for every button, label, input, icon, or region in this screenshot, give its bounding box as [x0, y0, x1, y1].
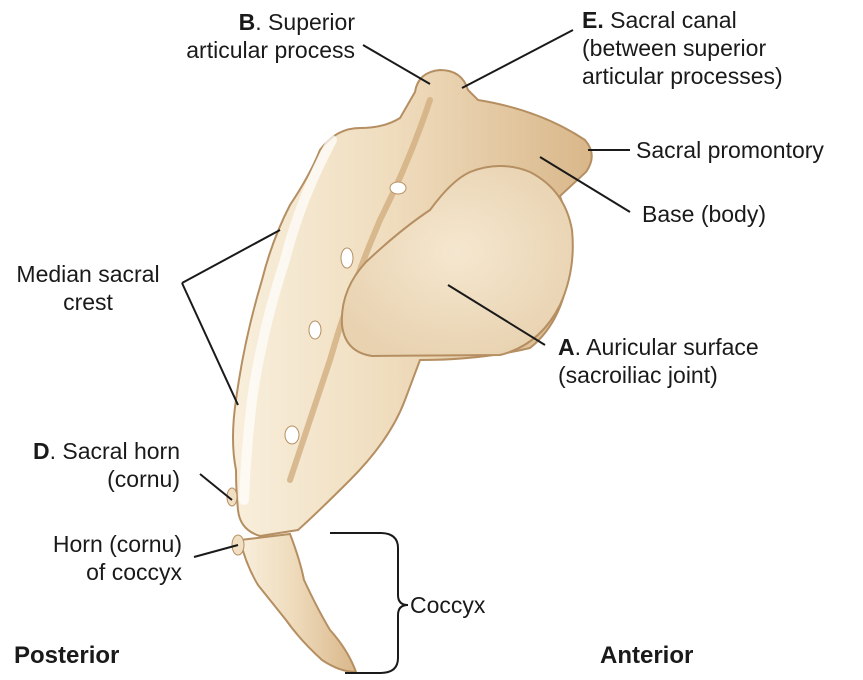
label-median-sacral-crest: Median sacral crest	[0, 260, 176, 316]
label-superior-articular-line1: . Superior	[255, 9, 355, 35]
label-anterior: Anterior	[600, 642, 694, 669]
label-horn-of-coccyx-line2: of coccyx	[86, 559, 182, 585]
label-auricular-surface-line2: (sacroiliac joint)	[558, 362, 718, 388]
label-sacral-canal-letter: E.	[582, 7, 604, 33]
label-sacral-horn-line1: . Sacral horn	[49, 438, 180, 464]
sacral-foramen-2	[340, 247, 354, 269]
label-median-sacral-crest-line1: Median sacral	[16, 261, 160, 287]
leader-sacral-horn	[199, 473, 233, 501]
leader-auricular	[447, 284, 546, 346]
label-coccyx: Coccyx	[410, 592, 486, 618]
label-auricular-surface-line1: . Auricular surface	[574, 334, 759, 360]
label-horn-of-coccyx-line1: Horn (cornu)	[52, 531, 182, 557]
leader-crest-lower	[181, 282, 239, 406]
sacral-foramen-1	[389, 181, 407, 195]
label-auricular-surface-letter: A	[558, 334, 575, 360]
label-base-body: Base (body)	[642, 201, 767, 227]
label-superior-articular-line2: articular process	[186, 37, 355, 63]
label-posterior: Posterior	[14, 642, 120, 669]
label-sacral-horn-letter: D	[32, 438, 50, 464]
coccyx-bracket	[330, 532, 409, 674]
leader-horn-coccyx	[193, 544, 239, 558]
label-median-sacral-crest-line2: crest	[63, 289, 113, 315]
sacral-foramen-4	[284, 425, 300, 445]
label-sacral-canal-line2: (between superior	[582, 35, 767, 61]
auricular-surface	[340, 165, 574, 358]
label-superior-articular-letter: B	[238, 9, 256, 35]
label-superior-articular: B. Superior articular process	[150, 8, 355, 64]
leader-base	[539, 156, 631, 213]
leader-lines	[181, 29, 631, 674]
sacral-foramen-3	[308, 320, 322, 340]
coccyx-bone	[238, 532, 358, 674]
label-sacral-canal-line3: articular processes)	[582, 63, 783, 89]
label-sacral-promontory: Sacral promontory	[636, 137, 824, 163]
label-auricular-surface: A. Auricular surface (sacroiliac joint)	[558, 333, 759, 389]
leader-crest-upper	[181, 229, 281, 284]
label-sacral-horn: D. Sacral horn (cornu)	[0, 437, 180, 493]
label-sacral-canal-line1: Sacral canal	[603, 7, 737, 33]
label-horn-of-coccyx: Horn (cornu) of coccyx	[0, 530, 182, 586]
median-crest-ridge	[239, 135, 337, 505]
label-sacral-horn-line2: (cornu)	[107, 466, 180, 492]
label-sacral-canal: E. Sacral canal (between superior articu…	[582, 6, 783, 90]
leader-sacral-canal	[461, 29, 574, 89]
leader-superior-articular	[362, 44, 431, 85]
